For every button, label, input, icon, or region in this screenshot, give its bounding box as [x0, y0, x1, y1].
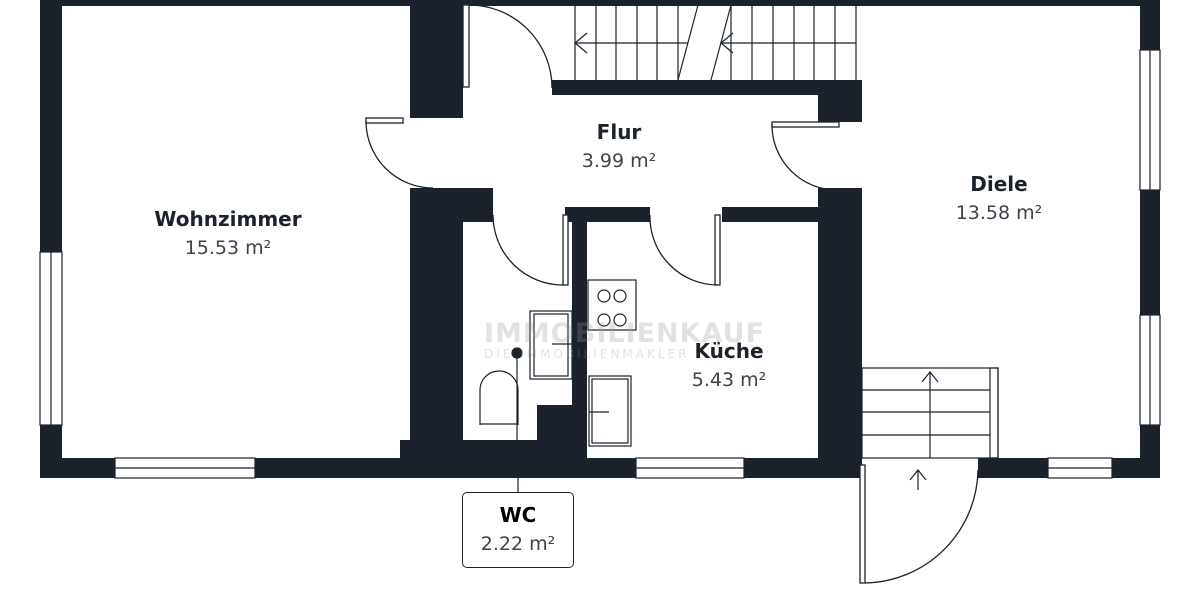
room-area: 13.58 m²	[955, 202, 1043, 224]
room-area: 15.53 m²	[184, 237, 272, 259]
fixtures	[479, 279, 637, 492]
room-label-kueche: Küche 5.43 m²	[692, 339, 766, 391]
stove-icon	[587, 279, 637, 331]
room-name: Flur	[596, 120, 642, 144]
staircase-entrance	[861, 367, 999, 490]
room-area: 3.99 m²	[581, 150, 657, 172]
toilet-icon	[479, 370, 519, 425]
room-name: Küche	[694, 339, 764, 363]
arrow-up-icon	[909, 469, 927, 481]
sink-icon	[529, 310, 573, 380]
room-label-wohnzimmer: Wohnzimmer 15.53 m²	[154, 207, 301, 259]
kitchen-sink-icon	[588, 375, 632, 447]
staircase-upper	[574, 4, 857, 81]
room-label-diele: Diele 13.58 m²	[956, 172, 1043, 224]
windows	[39, 49, 1161, 479]
arrow-up-icon	[921, 371, 939, 383]
room-area: 5.43 m²	[691, 369, 767, 391]
room-area: 2.22 m²	[480, 533, 556, 555]
arrow-left-icon	[720, 32, 734, 54]
watermark-brand: IMMOBILIENKAUF	[484, 318, 766, 349]
doors	[365, 4, 979, 584]
walls	[40, 0, 1160, 478]
watermark-tagline: DIE IMMOBILIENMAKLER	[484, 347, 690, 361]
room-name: WC	[499, 503, 537, 527]
room-label-wc: WC 2.22 m²	[462, 492, 574, 568]
arrow-left-icon	[574, 32, 588, 54]
room-name: Wohnzimmer	[154, 207, 302, 231]
room-label-flur: Flur 3.99 m²	[582, 120, 656, 172]
room-name: Diele	[970, 172, 1028, 196]
